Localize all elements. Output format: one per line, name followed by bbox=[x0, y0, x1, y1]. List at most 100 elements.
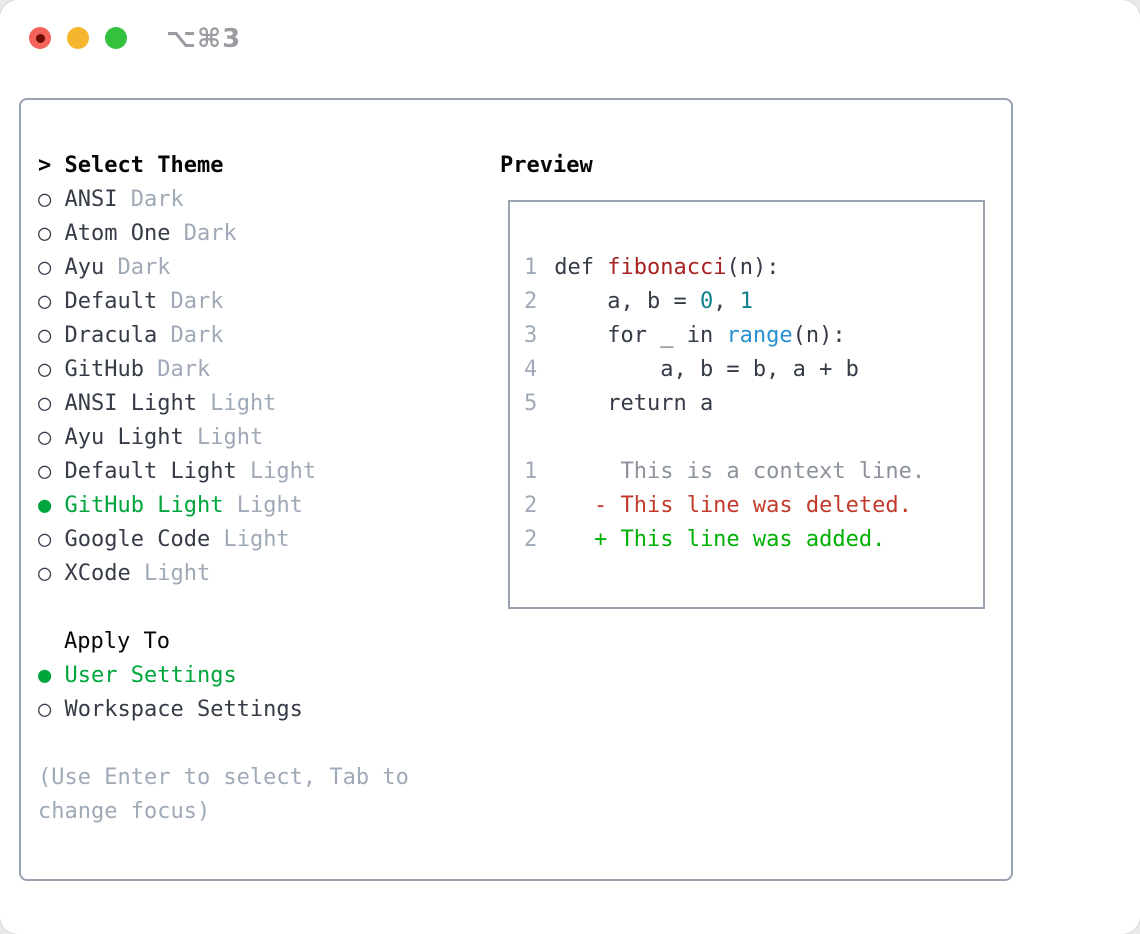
code-token: + This line was added. bbox=[541, 527, 886, 552]
code-token: 0 bbox=[699, 289, 714, 314]
theme-list: ○ ANSI Dark○ Atom One Dark○ Ayu Dark○ De… bbox=[38, 183, 444, 591]
theme-name: Dracula bbox=[64, 323, 158, 348]
theme-name: XCode bbox=[64, 561, 131, 586]
window-title: ⌥⌘3 bbox=[166, 24, 242, 54]
title-bar: ⌥⌘3 bbox=[0, 0, 1140, 98]
diff-added-line: 2 + This line was added. bbox=[524, 523, 975, 557]
code-token: return a bbox=[541, 391, 714, 416]
spacer bbox=[38, 727, 444, 761]
code-token: a, b = bbox=[541, 289, 700, 314]
close-dot-icon bbox=[35, 33, 45, 43]
theme-variant-badge: Dark bbox=[170, 289, 224, 314]
radio-icon: ○ bbox=[38, 391, 52, 416]
left-column: > Select Theme ○ ANSI Dark○ Atom One Dar… bbox=[38, 149, 444, 829]
theme-variant-badge: Light bbox=[236, 493, 303, 518]
code-line: 3 for _ in range(n): bbox=[524, 319, 975, 353]
theme-option-default-light[interactable]: ○ Default Light Light bbox=[38, 455, 444, 489]
radio-icon: ○ bbox=[38, 255, 52, 280]
theme-option-ansi-light[interactable]: ○ ANSI Light Light bbox=[38, 387, 444, 421]
apply-to-header: Apply To bbox=[64, 629, 170, 654]
theme-name: Default Light bbox=[64, 459, 237, 484]
line-number: 3 bbox=[524, 323, 538, 348]
apply-option-label: Workspace Settings bbox=[64, 697, 303, 722]
close-button[interactable] bbox=[29, 27, 51, 49]
select-theme-title: Select Theme bbox=[64, 153, 224, 178]
code-line: 4 a, b = b, a + b bbox=[524, 353, 975, 387]
line-number: 1 bbox=[524, 459, 538, 484]
theme-option-google-code[interactable]: ○ Google Code Light bbox=[38, 523, 444, 557]
theme-variant-badge: Dark bbox=[157, 357, 211, 382]
theme-name: GitHub bbox=[64, 357, 144, 382]
line-number: 5 bbox=[524, 391, 538, 416]
theme-variant-badge: Dark bbox=[183, 221, 237, 246]
blank-line bbox=[524, 421, 975, 455]
apply-option-user-settings[interactable]: ● User Settings bbox=[38, 659, 444, 693]
selected-radio-icon: ● bbox=[38, 493, 52, 518]
code-token: range bbox=[726, 323, 793, 348]
radio-icon: ○ bbox=[38, 357, 52, 382]
code-line: 5 return a bbox=[524, 387, 975, 421]
theme-option-ayu-light[interactable]: ○ Ayu Light Light bbox=[38, 421, 444, 455]
code-token: def bbox=[541, 255, 608, 280]
traffic-lights bbox=[29, 27, 127, 49]
radio-icon: ○ bbox=[38, 425, 52, 450]
radio-icon: ○ bbox=[38, 221, 52, 246]
theme-option-default[interactable]: ○ Default Dark bbox=[38, 285, 444, 319]
preview-header: Preview bbox=[500, 153, 593, 178]
theme-option-github-light[interactable]: ● GitHub Light Light bbox=[38, 489, 444, 523]
theme-option-dracula[interactable]: ○ Dracula Dark bbox=[38, 319, 444, 353]
theme-variant-badge: Dark bbox=[130, 187, 184, 212]
maximize-button[interactable] bbox=[105, 27, 127, 49]
apply-option-label: User Settings bbox=[64, 663, 237, 688]
minimize-button[interactable] bbox=[67, 27, 89, 49]
theme-option-xcode[interactable]: ○ XCode Light bbox=[38, 557, 444, 591]
code-token: for _ in bbox=[541, 323, 727, 348]
theme-name: Ayu Light bbox=[64, 425, 184, 450]
theme-variant-badge: Light bbox=[196, 425, 264, 450]
theme-name: GitHub Light bbox=[64, 493, 224, 518]
line-number: 2 bbox=[524, 493, 538, 518]
theme-option-atom-one[interactable]: ○ Atom One Dark bbox=[38, 217, 444, 251]
diff-deleted-line: 2 - This line was deleted. bbox=[524, 489, 975, 523]
theme-picker-panel: > Select Theme ○ ANSI Dark○ Atom One Dar… bbox=[19, 98, 1013, 881]
apply-option-workspace-settings[interactable]: ○ Workspace Settings bbox=[38, 693, 444, 727]
theme-variant-badge: Light bbox=[143, 561, 211, 586]
theme-name: Google Code bbox=[64, 527, 211, 552]
radio-icon: ○ bbox=[38, 561, 52, 586]
theme-name: ANSI Light bbox=[64, 391, 197, 416]
theme-variant-badge: Dark bbox=[170, 323, 224, 348]
code-token: fibonacci bbox=[607, 255, 727, 280]
prompt-caret: > bbox=[38, 153, 52, 178]
theme-option-github[interactable]: ○ GitHub Dark bbox=[38, 353, 444, 387]
code-token: , bbox=[713, 289, 740, 314]
line-number: 1 bbox=[524, 255, 538, 280]
line-number: 4 bbox=[524, 357, 538, 382]
radio-icon: ○ bbox=[38, 697, 52, 722]
code-token: - This line was deleted. bbox=[541, 493, 912, 518]
line-number: 2 bbox=[524, 527, 538, 552]
code-token: a, b = b, a + b bbox=[541, 357, 859, 382]
code-line: 1 def fibonacci(n): bbox=[524, 251, 975, 285]
radio-icon: ○ bbox=[38, 187, 52, 212]
theme-option-ayu[interactable]: ○ Ayu Dark bbox=[38, 251, 444, 285]
radio-icon: ○ bbox=[38, 527, 52, 552]
theme-variant-badge: Light bbox=[210, 391, 277, 416]
code-line: 2 a, b = 0, 1 bbox=[524, 285, 975, 319]
theme-variant-badge: Light bbox=[249, 459, 317, 484]
radio-icon: ○ bbox=[38, 459, 52, 484]
theme-name: Atom One bbox=[64, 221, 171, 246]
code-token: This is a context line. bbox=[541, 459, 926, 484]
keyboard-hint: (Use Enter to select, Tab to change focu… bbox=[38, 765, 409, 824]
theme-option-ansi[interactable]: ○ ANSI Dark bbox=[38, 183, 444, 217]
spacer bbox=[38, 591, 444, 625]
theme-variant-badge: Light bbox=[223, 527, 290, 552]
code-token: 1 bbox=[739, 289, 753, 314]
selected-radio-icon: ● bbox=[38, 663, 52, 688]
radio-icon: ○ bbox=[38, 289, 52, 314]
diff-context-line: 1 This is a context line. bbox=[524, 455, 975, 489]
line-number: 2 bbox=[524, 289, 538, 314]
theme-name: ANSI bbox=[64, 187, 118, 212]
theme-name: Default bbox=[64, 289, 158, 314]
